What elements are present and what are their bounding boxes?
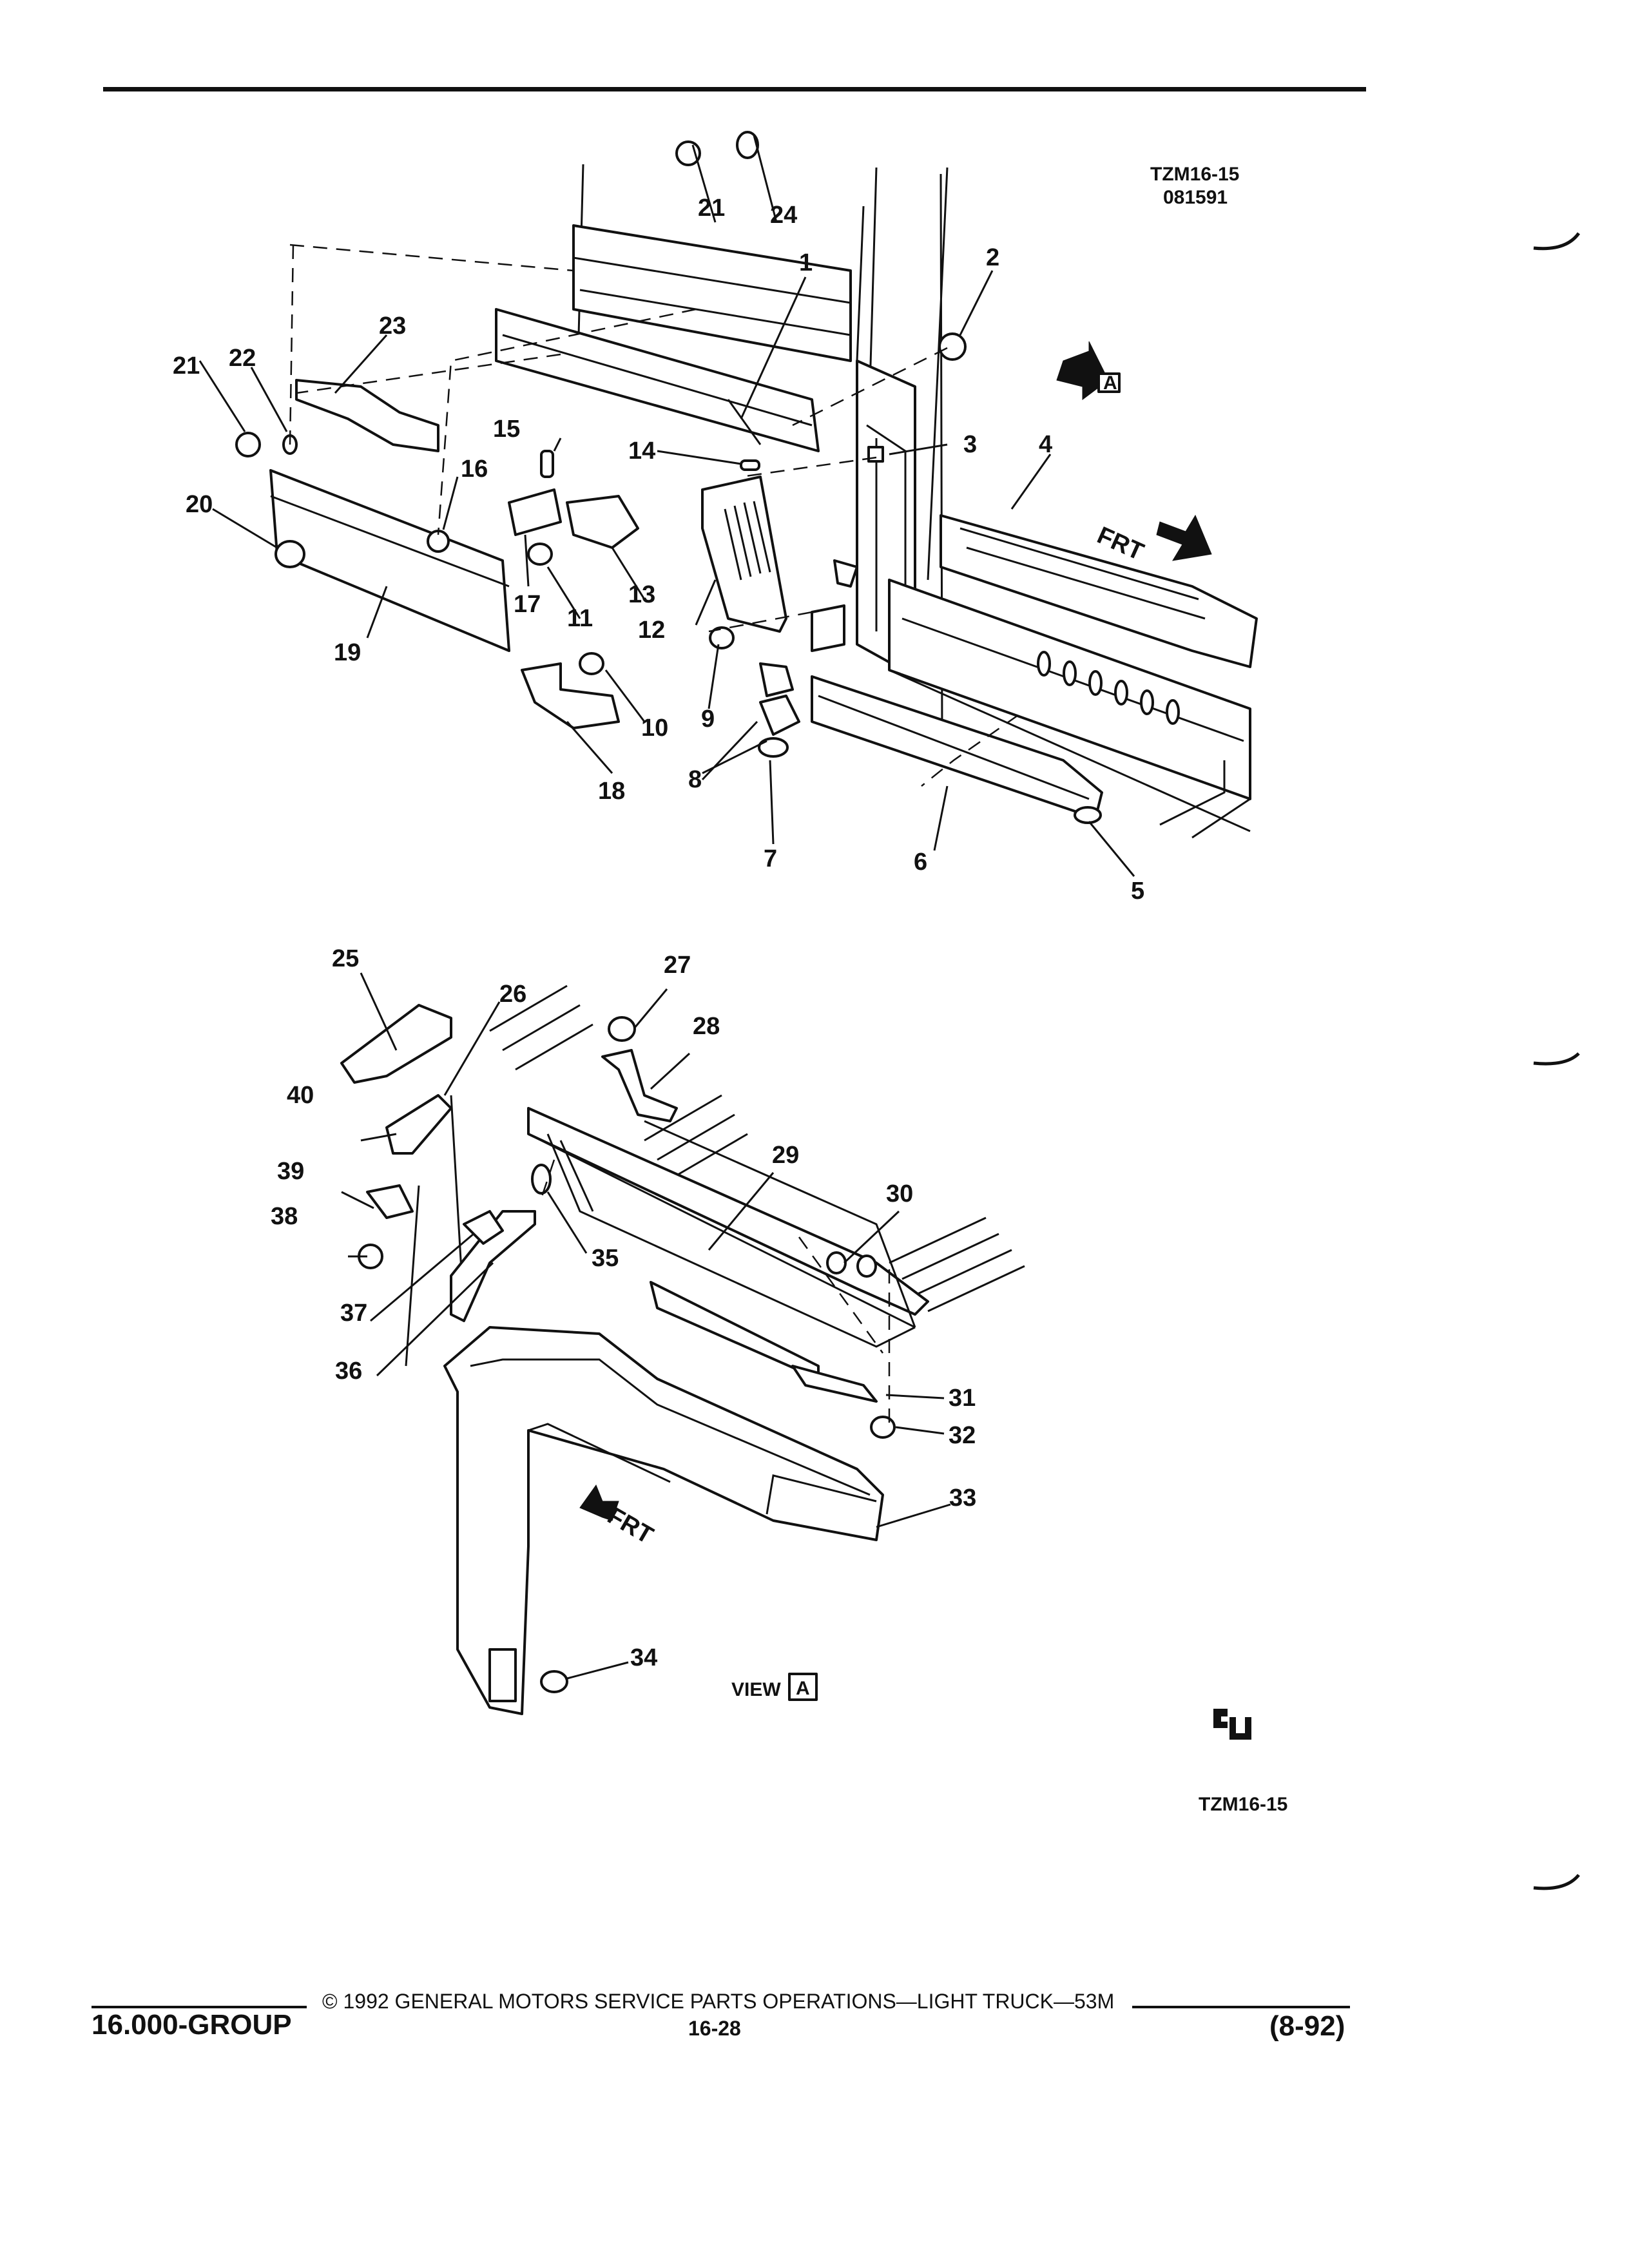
figure-date: 081591 — [1163, 187, 1228, 208]
callout-3: 3 — [963, 431, 977, 458]
callout-30: 30 — [886, 1180, 913, 1207]
callout-37: 37 — [340, 1300, 367, 1327]
bottom-assembly: FRT — [340, 972, 1025, 1715]
callout-35: 35 — [592, 1245, 619, 1272]
footer-copyright: © 1992 GENERAL MOTORS SERVICE PARTS OPER… — [322, 1990, 1115, 2013]
callout-9: 9 — [701, 706, 715, 733]
callout-31: 31 — [949, 1385, 976, 1412]
callout-13: 13 — [628, 581, 655, 608]
callout-34: 34 — [630, 1644, 657, 1671]
callout-2: 2 — [986, 244, 999, 271]
callout-21-left: 21 — [173, 352, 200, 380]
callout-36: 36 — [335, 1358, 362, 1385]
callout-5: 5 — [1131, 878, 1144, 905]
callout-6: 6 — [914, 849, 927, 876]
callout-40: 40 — [287, 1082, 314, 1109]
top-assembly: FRT A — [198, 131, 1258, 877]
bottom-callouts: 25 26 27 28 29 30 31 32 33 34 35 36 37 3… — [271, 945, 976, 1671]
callout-29: 29 — [772, 1142, 799, 1169]
callout-28: 28 — [693, 1013, 720, 1040]
callout-10: 10 — [641, 715, 668, 742]
header-rule — [103, 87, 1366, 91]
callout-32: 32 — [949, 1422, 976, 1449]
footer-date: (8-92) — [1269, 2010, 1345, 2042]
view-letter: A — [796, 1678, 810, 1699]
callout-1: 1 — [799, 249, 813, 276]
callout-22: 22 — [229, 345, 256, 372]
callout-18: 18 — [598, 778, 625, 805]
view-label: VIEW — [731, 1679, 781, 1700]
edge-mark-1 — [1533, 232, 1581, 251]
callout-23: 23 — [379, 312, 406, 340]
edge-mark-2 — [1533, 1052, 1580, 1066]
footer-rule-right — [1132, 2006, 1350, 2008]
footer-page-number: 16-28 — [688, 2017, 741, 2040]
callout-8: 8 — [688, 766, 702, 793]
footer-group: 16.000-GROUP — [92, 2009, 292, 2041]
gm-logo — [1213, 1709, 1251, 1740]
view-ref-letter: A — [1103, 372, 1117, 394]
grille-slots — [724, 501, 771, 581]
callout-27: 27 — [664, 952, 691, 979]
footer-rule-left — [92, 2006, 307, 2008]
callout-14: 14 — [628, 437, 655, 465]
callout-7: 7 — [764, 845, 777, 872]
callout-25: 25 — [332, 945, 359, 972]
callout-4: 4 — [1039, 431, 1052, 458]
callout-17: 17 — [514, 591, 541, 618]
callout-39: 39 — [277, 1158, 304, 1185]
callout-11: 11 — [567, 605, 593, 632]
callout-21-upper: 21 — [698, 195, 725, 222]
callout-15: 15 — [493, 416, 520, 443]
top-callouts: 1 2 3 4 5 6 7 8 9 10 11 12 13 14 15 16 1… — [173, 195, 1144, 905]
frt-label-top: FRT — [1093, 522, 1148, 566]
callout-33: 33 — [949, 1485, 976, 1512]
edge-mark-3 — [1533, 1874, 1580, 1890]
callout-24: 24 — [770, 202, 797, 229]
callout-20: 20 — [186, 491, 213, 518]
figure-code: TZM16-15 — [1150, 164, 1239, 185]
sill-holes — [1037, 651, 1180, 725]
bottom-figure-code: TZM16-15 — [1199, 1794, 1287, 1815]
callout-38: 38 — [271, 1203, 298, 1230]
callout-12: 12 — [638, 617, 665, 644]
callout-26: 26 — [499, 981, 526, 1008]
callout-19: 19 — [334, 639, 361, 666]
callout-16: 16 — [461, 456, 488, 483]
view-letter-box — [788, 1673, 818, 1701]
